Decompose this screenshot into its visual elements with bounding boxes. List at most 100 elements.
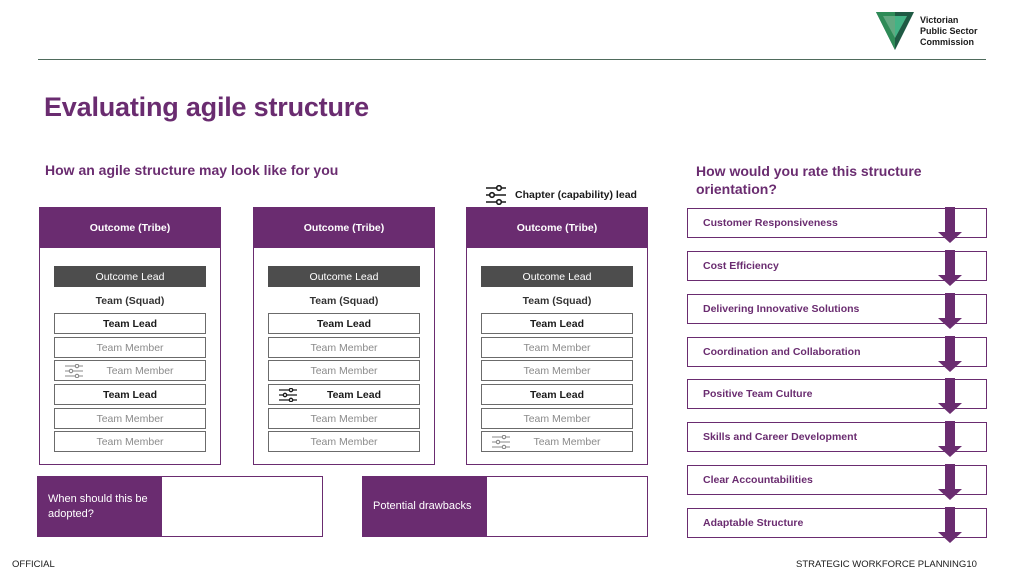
footer-section: STRATEGIC WORKFORCE PLANNING10 [796, 559, 977, 570]
team-member-row: Team Member [54, 360, 206, 381]
team-member-row: Team Member [268, 360, 420, 381]
team-member-row: Team Member [268, 408, 420, 429]
row-label: Team Lead [529, 317, 585, 330]
row-label: Team Member [533, 435, 601, 448]
row-label: Team Member [523, 364, 591, 377]
row-label: Team Member [523, 341, 591, 354]
rating-label: Customer Responsiveness [703, 217, 838, 229]
tribe-column-1: Outcome (Tribe) Outcome Lead Team (Squad… [39, 207, 221, 465]
team-member-row: Team Member [54, 337, 206, 358]
rating-row-career-development[interactable]: Skills and Career Development [687, 422, 987, 452]
sliders-icon [486, 185, 506, 205]
rating-row-accountabilities[interactable]: Clear Accountabilities [687, 465, 987, 495]
row-label: Team Lead [102, 317, 158, 330]
adoption-answer-area[interactable] [162, 477, 322, 536]
rating-row-team-culture[interactable]: Positive Team Culture [687, 379, 987, 409]
tribe-header: Outcome (Tribe) [40, 208, 220, 248]
down-arrow-icon [938, 293, 962, 329]
rating-label: Coordination and Collaboration [703, 346, 861, 358]
page-title: Evaluating agile structure [44, 92, 369, 122]
rating-row-cost-efficiency[interactable]: Cost Efficiency [687, 251, 987, 281]
sliders-icon [492, 435, 510, 449]
team-member-row: Team Member [54, 408, 206, 429]
adoption-question-box: When should this be adopted? [37, 476, 323, 537]
rating-label: Cost Efficiency [703, 260, 779, 272]
row-label: Team Member [310, 341, 378, 354]
down-arrow-icon [938, 464, 962, 500]
row-label: Outcome Lead [522, 270, 592, 283]
logo-text: Victorian Public Sector Commission [920, 15, 978, 48]
logo-line-3: Commission [920, 37, 975, 47]
team-member-row: Team Member [268, 431, 420, 452]
rating-row-adaptable-structure[interactable]: Adaptable Structure [687, 508, 987, 538]
rating-row-customer-responsiveness[interactable]: Customer Responsiveness [687, 208, 987, 238]
vpsc-logo-mark [876, 12, 914, 50]
team-squad-label: Team (Squad) [268, 290, 420, 311]
team-lead-row: Team Lead [268, 313, 420, 334]
logo-line-2: Public Sector [920, 26, 978, 36]
outcome-lead-row: Outcome Lead [54, 266, 206, 287]
row-label: Team Member [96, 412, 164, 425]
drawbacks-question-box: Potential drawbacks [362, 476, 648, 537]
team-squad-label: Team (Squad) [54, 290, 206, 311]
row-label: Team Member [310, 412, 378, 425]
rating-label: Positive Team Culture [703, 388, 813, 400]
chapter-lead-legend: Chapter (capability) lead [485, 184, 637, 206]
rating-row-innovative-solutions[interactable]: Delivering Innovative Solutions [687, 294, 987, 324]
down-arrow-icon [938, 421, 962, 457]
row-label: Team Lead [102, 388, 158, 401]
team-lead-row: Team Lead [268, 384, 420, 405]
header-divider [38, 59, 986, 60]
row-label: Team Member [96, 435, 164, 448]
tribe-header: Outcome (Tribe) [467, 208, 647, 248]
sliders-icon [65, 364, 83, 378]
row-label: Team Member [106, 364, 174, 377]
team-lead-row: Team Lead [481, 313, 633, 334]
team-member-row: Team Member [481, 431, 633, 452]
rating-subtitle: How would you rate this structure orient… [696, 163, 922, 197]
outcome-lead-row: Outcome Lead [268, 266, 420, 287]
team-member-row: Team Member [54, 431, 206, 452]
rating-label: Clear Accountabilities [703, 474, 813, 486]
team-member-row: Team Member [268, 337, 420, 358]
down-arrow-icon [938, 207, 962, 243]
team-lead-row: Team Lead [481, 384, 633, 405]
tribe-column-3: Outcome (Tribe) Outcome Lead Team (Squad… [466, 207, 648, 465]
page-number: 10 [966, 559, 977, 570]
rating-label: Delivering Innovative Solutions [703, 303, 860, 315]
team-squad-label: Team (Squad) [481, 290, 633, 311]
row-label: Team Member [310, 364, 378, 377]
row-label: Team Lead [316, 317, 372, 330]
rating-row-coordination[interactable]: Coordination and Collaboration [687, 337, 987, 367]
row-label: Outcome Lead [309, 270, 379, 283]
down-arrow-icon [938, 336, 962, 372]
rating-label: Adaptable Structure [703, 517, 804, 529]
logo-line-1: Victorian [920, 15, 959, 25]
row-label: Team (Squad) [95, 294, 165, 307]
team-lead-row: Team Lead [54, 384, 206, 405]
team-lead-row: Team Lead [54, 313, 206, 334]
row-label: Team (Squad) [309, 294, 379, 307]
team-member-row: Team Member [481, 360, 633, 381]
down-arrow-icon [938, 378, 962, 414]
adoption-question-label: When should this be adopted? [38, 477, 162, 536]
down-arrow-icon [938, 250, 962, 286]
structure-subtitle: How an agile structure may look like for… [45, 162, 339, 178]
vpsc-logo: Victorian Public Sector Commission [876, 12, 996, 54]
outcome-lead-row: Outcome Lead [481, 266, 633, 287]
sliders-icon [279, 388, 297, 402]
tribe-header: Outcome (Tribe) [254, 208, 434, 248]
down-arrow-icon [938, 507, 962, 543]
rating-label: Skills and Career Development [703, 431, 858, 443]
row-label: Team Lead [529, 388, 585, 401]
drawbacks-answer-area[interactable] [487, 477, 647, 536]
footer-section-name: STRATEGIC WORKFORCE PLANNING [796, 559, 967, 570]
row-label: Team Member [310, 435, 378, 448]
team-member-row: Team Member [481, 337, 633, 358]
row-label: Team Lead [326, 388, 382, 401]
team-member-row: Team Member [481, 408, 633, 429]
classification-label: OFFICIAL [12, 559, 55, 570]
tribe-column-2: Outcome (Tribe) Outcome Lead Team (Squad… [253, 207, 435, 465]
row-label: Outcome Lead [95, 270, 165, 283]
drawbacks-question-label: Potential drawbacks [363, 477, 487, 536]
